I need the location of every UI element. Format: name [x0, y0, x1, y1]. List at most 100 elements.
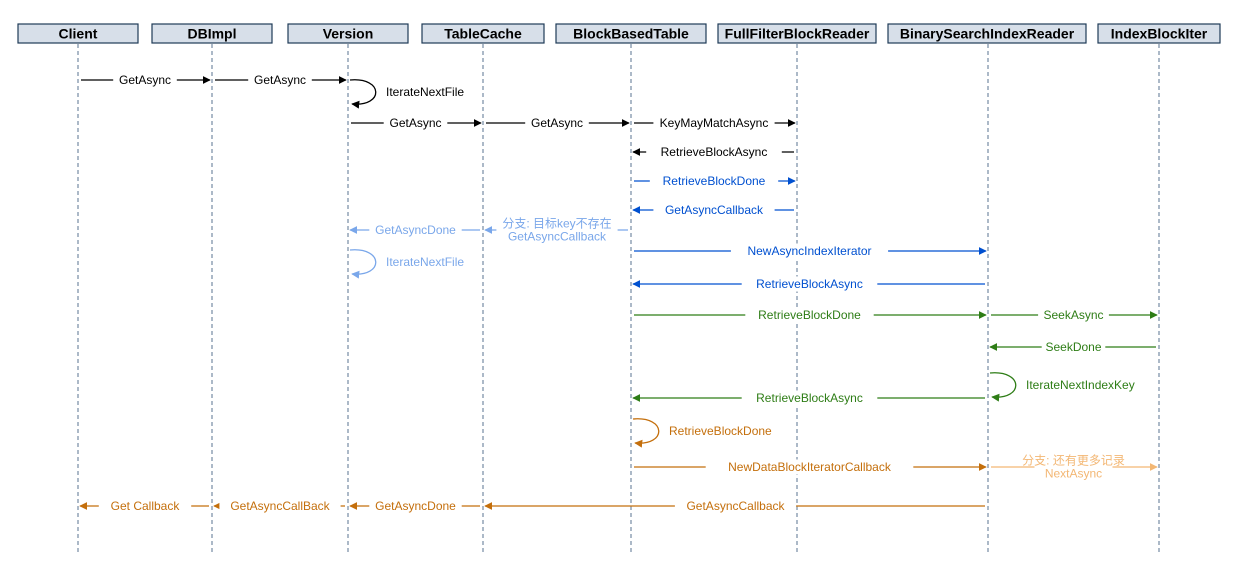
participant-label: TableCache — [444, 26, 522, 42]
participant-label: BinarySearchIndexReader — [900, 26, 1075, 42]
message-m19: RetrieveBlockAsync — [632, 390, 985, 406]
self-arrow — [989, 372, 1017, 402]
message-label: Get Callback — [111, 499, 181, 513]
message-label: SeekDone — [1045, 340, 1101, 354]
participant-bsir: BinarySearchIndexReader — [887, 23, 1087, 44]
message-label: 分支: 目标key不存在 — [502, 217, 611, 231]
message-label: NewDataBlockIteratorCallback — [728, 460, 892, 474]
label-bg — [1041, 339, 1106, 355]
message-label: GetAsync — [119, 73, 171, 87]
label-bg — [369, 222, 462, 238]
label-bg — [496, 216, 618, 244]
message-label: NewAsyncIndexIterator — [747, 244, 871, 258]
message-m16: SeekAsync — [991, 307, 1158, 323]
message-label: GetAsyncCallback — [686, 499, 785, 513]
message-m7: RetrieveBlockAsync — [632, 144, 794, 160]
message-label: GetAsyncCallBack — [230, 499, 330, 513]
message-m13: NewAsyncIndexIterator — [634, 243, 987, 259]
message-label: GetAsyncDone — [375, 499, 456, 513]
message-m9: GetAsyncCallback — [632, 202, 794, 218]
message-m18: IterateNextIndexKey — [989, 372, 1135, 402]
message-m23: GetAsyncCallback — [484, 498, 985, 514]
message-label: IterateNextFile — [386, 85, 464, 99]
participant-box — [717, 23, 877, 44]
label-bg — [248, 72, 312, 88]
label-bg — [649, 173, 779, 189]
label-bg — [525, 115, 589, 131]
participant-label: DBImpl — [188, 26, 237, 42]
participant-label: BlockBasedTable — [573, 26, 689, 42]
message-m14: RetrieveBlockAsync — [632, 276, 985, 292]
message-m6: KeyMayMatchAsync — [634, 115, 796, 131]
message-m12: IterateNextFile — [349, 249, 464, 279]
message-m11: GetAsyncDone — [349, 222, 480, 238]
message-m8: RetrieveBlockDone — [634, 173, 796, 189]
message-label: RetrieveBlockDone — [669, 424, 772, 438]
label-bg — [730, 243, 889, 259]
message-m5: GetAsync — [486, 115, 630, 131]
participant-box — [287, 23, 409, 44]
participant-dbimpl: DBImpl — [151, 23, 273, 44]
participant-label: Client — [59, 26, 98, 42]
label-bg — [653, 202, 775, 218]
participant-client: Client — [17, 23, 139, 44]
participant-headers: Client DBImpl Version TableCache BlockBasedT… — [17, 23, 1221, 44]
self-arrow — [349, 249, 377, 279]
participant-box — [887, 23, 1087, 44]
label-bg — [113, 72, 177, 88]
message-label: GetAsync — [389, 116, 441, 130]
label-bg — [653, 115, 775, 131]
message-m25: GetAsyncCallBack — [213, 498, 345, 514]
message-m1: GetAsync — [81, 72, 211, 88]
message-label: SeekAsync — [1043, 308, 1103, 322]
participant-box — [1097, 23, 1221, 44]
message-label-2: GetAsyncCallback — [508, 230, 607, 244]
participant-tablecache: TableCache — [421, 23, 545, 44]
label-bg — [219, 498, 341, 514]
label-bg — [674, 498, 797, 514]
message-label: KeyMayMatchAsync — [660, 116, 769, 130]
label-bg — [705, 459, 914, 475]
message-m4: GetAsync — [351, 115, 482, 131]
label-bg — [1038, 307, 1109, 323]
message-label: RetrieveBlockAsync — [756, 277, 863, 291]
message-m15: RetrieveBlockDone — [634, 307, 987, 323]
message-label: 分支: 还有更多记录 — [1022, 454, 1125, 468]
message-label: IterateNextFile — [386, 255, 464, 269]
participant-bbt: BlockBasedTable — [555, 23, 707, 44]
message-m17: SeekDone — [989, 339, 1156, 355]
participant-box — [421, 23, 545, 44]
self-arrow — [349, 79, 377, 109]
label-bg — [369, 498, 462, 514]
participant-box — [17, 23, 139, 44]
message-label: GetAsync — [254, 73, 306, 87]
message-m20: RetrieveBlockDone — [632, 418, 772, 448]
lifelines — [77, 44, 1160, 553]
message-label: IterateNextIndexKey — [1026, 378, 1135, 392]
participant-label: Version — [323, 26, 374, 42]
label-bg — [1034, 453, 1113, 481]
message-label: RetrieveBlockAsync — [661, 145, 768, 159]
label-bg — [383, 115, 448, 131]
message-label: RetrieveBlockDone — [758, 308, 861, 322]
message-m26: Get Callback — [79, 498, 209, 514]
participant-ibi: IndexBlockIter — [1097, 23, 1221, 44]
participant-ffbr: FullFilterBlockReader — [717, 23, 877, 44]
participant-box — [555, 23, 707, 44]
message-m21: NewDataBlockIteratorCallback — [634, 459, 987, 475]
participant-label: FullFilterBlockReader — [725, 26, 870, 42]
participant-version: Version — [287, 23, 409, 44]
message-label-2: NextAsync — [1045, 467, 1102, 481]
participant-box — [151, 23, 273, 44]
participant-label: IndexBlockIter — [1111, 26, 1208, 42]
message-label: RetrieveBlockAsync — [756, 391, 863, 405]
message-m2: GetAsync — [215, 72, 347, 88]
message-m24: GetAsyncDone — [349, 498, 480, 514]
label-bg — [741, 390, 878, 406]
label-bg — [745, 307, 874, 323]
self-arrow — [632, 418, 660, 448]
